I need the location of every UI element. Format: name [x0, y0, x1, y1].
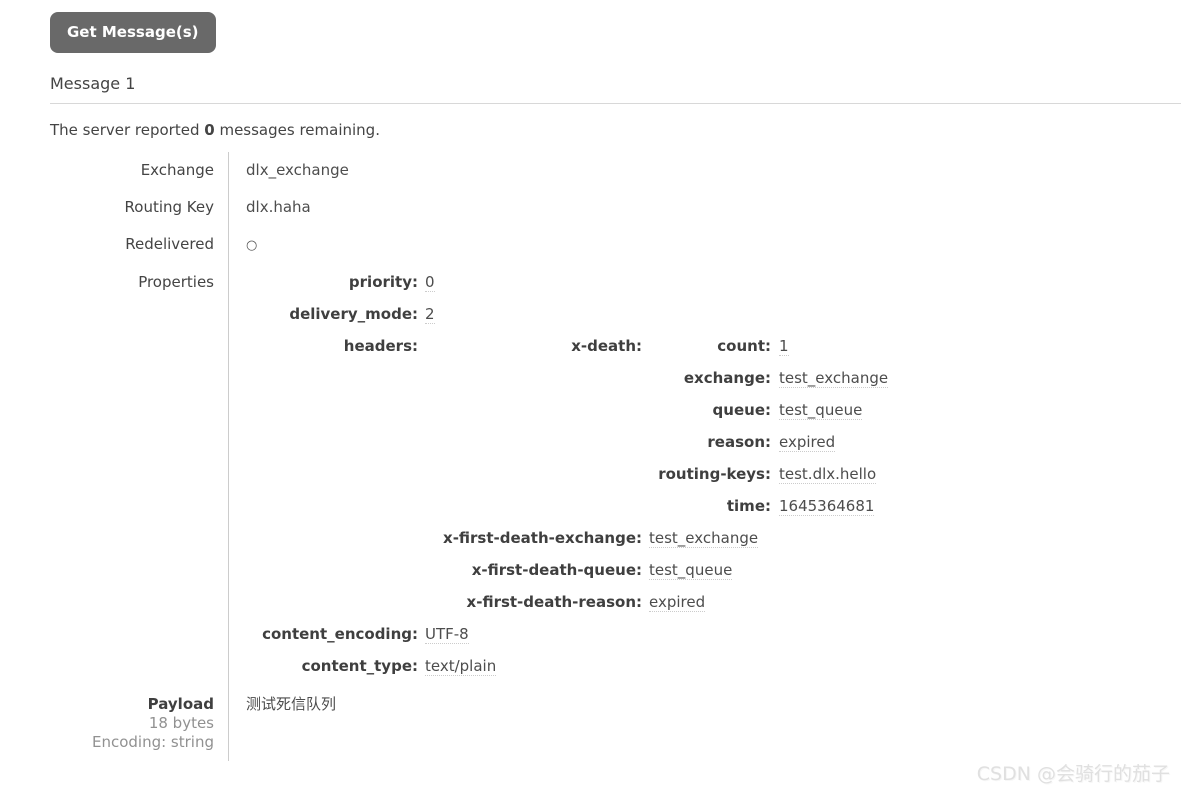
message-heading: Message 1 — [50, 74, 1181, 104]
priority-key: priority: — [348, 273, 418, 291]
x-death-routing-keys-key: routing-keys: — [658, 465, 771, 483]
priority-value: 0 — [425, 273, 435, 292]
header-row: x-first-death-exchange: test_exchange — [425, 523, 888, 555]
headers-key: headers: — [343, 337, 418, 355]
x-first-death-exchange-value: test_exchange — [649, 529, 759, 548]
content-encoding-value: UTF-8 — [425, 625, 469, 644]
x-death-queue-key: queue: — [712, 401, 771, 419]
header-row: x-first-death-reason: expired — [425, 587, 888, 619]
x-death-count-key: count: — [717, 337, 771, 355]
server-report-prefix: The server reported — [50, 121, 205, 139]
table-row: Payload 18 bytes Encoding: string 测试死信队列 — [50, 686, 888, 761]
x-death-time-value: 1645364681 — [779, 497, 875, 516]
payload-encoding: Encoding: string — [91, 733, 214, 751]
exchange-value: dlx_exchange — [246, 161, 349, 179]
x-death-exchange-key: exchange: — [683, 369, 771, 387]
x-death-entry-row: routing-keys: test.dlx.hello — [649, 459, 888, 491]
message-panel: Get Message(s) Message 1 The server repo… — [50, 12, 1181, 761]
csdn-watermark: CSDN @会骑行的茄子 — [976, 763, 1170, 785]
header-row: x-death: count: 1 — [425, 331, 889, 523]
routing-key-value: dlx.haha — [246, 198, 311, 216]
content-type-value: text/plain — [425, 657, 497, 676]
redelivered-false-icon: ○ — [246, 238, 258, 253]
delivery-mode-key: delivery_mode: — [289, 305, 418, 323]
x-first-death-reason-key: x-first-death-reason: — [466, 593, 642, 611]
x-death-entry-row: exchange: test_exchange — [649, 363, 889, 395]
x-death-entry-row: time: 1645364681 — [649, 491, 888, 523]
property-row: content_type: text/plain — [246, 651, 888, 683]
x-first-death-exchange-key: x-first-death-exchange: — [443, 529, 642, 547]
table-row: Routing Key dlx.haha — [50, 189, 888, 226]
x-death-entry-row: queue: test_queue — [649, 395, 888, 427]
table-row: Properties priority: 0 delivery_mode: 2 — [50, 264, 889, 686]
redelivered-label: Redelivered — [50, 226, 229, 264]
x-first-death-queue-key: x-first-death-queue: — [471, 561, 642, 579]
header-row: x-first-death-queue: test_queue — [425, 555, 888, 587]
x-death-count-value: 1 — [779, 337, 789, 356]
table-row: Exchange dlx_exchange — [50, 152, 888, 189]
content-type-key: content_type: — [301, 657, 418, 675]
x-death-entry-row: reason: expired — [649, 427, 888, 459]
property-row: delivery_mode: 2 — [246, 299, 888, 331]
content-encoding-key: content_encoding: — [262, 625, 418, 643]
x-death-queue-value: test_queue — [779, 401, 863, 420]
payload-size: 18 bytes — [148, 714, 214, 732]
server-report: The server reported 0 messages remaining… — [50, 121, 1181, 140]
x-death-routing-keys-value: test.dlx.hello — [779, 465, 877, 484]
properties-table: priority: 0 delivery_mode: 2 headers: — [246, 267, 889, 683]
property-row: priority: 0 — [246, 267, 888, 299]
message-details-table: Exchange dlx_exchange Routing Key dlx.ha… — [50, 152, 889, 761]
properties-label: Properties — [50, 264, 229, 686]
payload-value: 测试死信队列 — [246, 695, 337, 713]
x-death-key: x-death: — [571, 337, 642, 355]
server-report-count: 0 — [204, 121, 215, 139]
exchange-label: Exchange — [50, 152, 229, 189]
routing-key-label: Routing Key — [50, 189, 229, 226]
property-row: headers: x-death: — [246, 331, 889, 619]
x-death-reason-value: expired — [779, 433, 836, 452]
x-death-entry-row: count: 1 — [649, 331, 888, 363]
x-death-table: count: 1 exchange: test_exchange — [649, 331, 889, 523]
x-death-reason-key: reason: — [707, 433, 771, 451]
x-death-time-key: time: — [726, 497, 771, 515]
x-first-death-reason-value: expired — [649, 593, 706, 612]
delivery-mode-value: 2 — [425, 305, 435, 324]
x-death-exchange-value: test_exchange — [779, 369, 889, 388]
payload-label-block: Payload 18 bytes Encoding: string — [50, 686, 229, 761]
property-row: content_encoding: UTF-8 — [246, 619, 888, 651]
get-messages-button[interactable]: Get Message(s) — [50, 12, 216, 53]
server-report-suffix: messages remaining. — [214, 121, 380, 139]
table-row: Redelivered ○ — [50, 226, 888, 264]
x-first-death-queue-value: test_queue — [649, 561, 733, 580]
payload-label: Payload — [147, 695, 214, 713]
headers-table: x-death: count: 1 — [425, 331, 889, 619]
